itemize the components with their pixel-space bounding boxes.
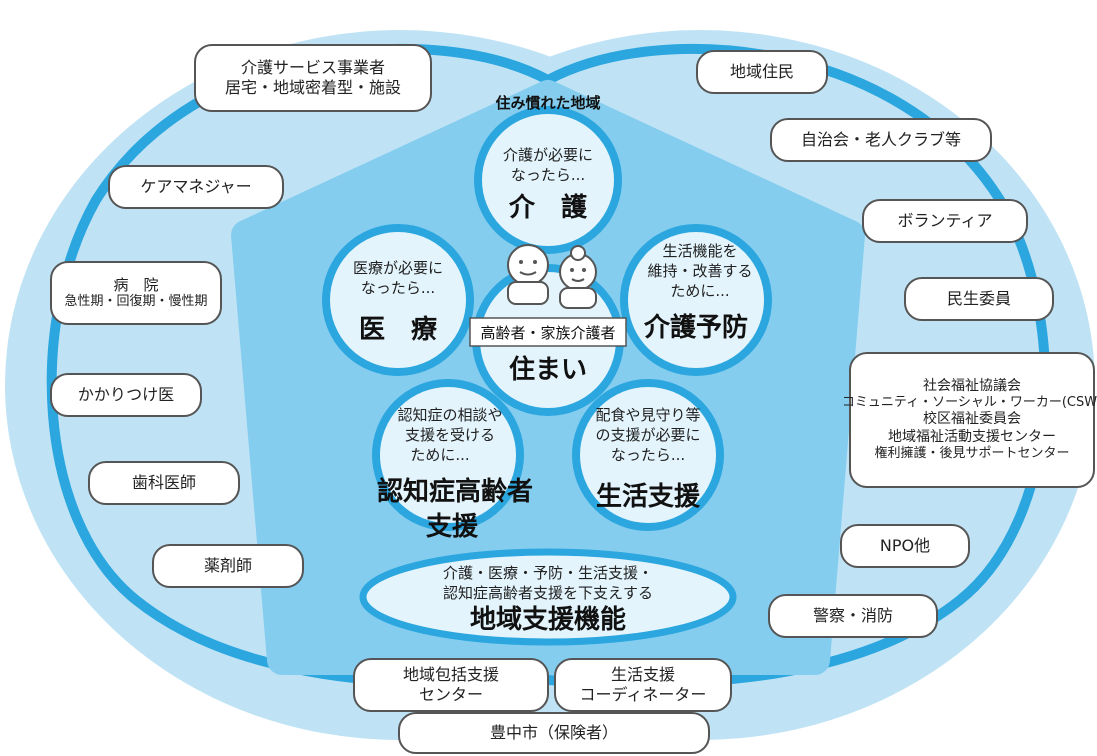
bottom-box-comprehensive-support-center: 地域包括支援 センター [353, 658, 549, 712]
bottom-box-comprehensive-line2: センター [418, 685, 483, 704]
chiiki-sub-2: 認知症高齢者支援を下支えする [443, 584, 653, 602]
bottom-box-toyonaka-city: 豊中市（保険者） [398, 712, 710, 754]
seikatsu-sub-2: の支援が必要に [595, 426, 700, 444]
right-box-social-welfare-line1: 社会福祉協議会 [923, 377, 1021, 394]
bottom-box-coordinator-line1: 生活支援 [610, 665, 675, 684]
right-box-residents: 地域住民 [696, 50, 828, 94]
iryo-title: 医 療 [359, 315, 438, 345]
left-box-family-doctor-label: かかりつけ医 [77, 385, 175, 404]
right-box-volunteer: ボランティア [862, 199, 1028, 243]
iryo-sub-2: なったら... [361, 279, 435, 297]
left-box-care-manager-label: ケアマネジャー [140, 177, 252, 196]
bottom-box-life-support-coordinator: 生活支援 コーディネーター [554, 658, 732, 712]
left-box-hospital: 病 院 急性期・回復期・慢性期 [50, 261, 222, 325]
bottom-box-comprehensive-line1: 地域包括支援 [402, 665, 499, 684]
left-box-pharmacist: 薬剤師 [152, 544, 304, 588]
ninchi-title-2: 支援 [426, 512, 479, 542]
iryo-sub-1: 医療が必要に [353, 259, 443, 277]
right-box-social-welfare: 社会福祉協議会 コミュニティ・ソーシャル・ワーカー(CSW) 校区福祉委員会 地… [842, 352, 1097, 488]
right-box-welfare-commissioner: 民生委員 [904, 277, 1054, 321]
left-box-care-service-line2: 居宅・地域密着型・施設 [224, 78, 401, 97]
seikatsu-title: 生活支援 [596, 482, 701, 512]
left-box-hospital-line1: 病 院 [113, 275, 159, 294]
right-box-volunteer-label: ボランティア [897, 211, 993, 230]
elderly-couple-icon [507, 244, 597, 309]
bottom-box-coordinator-line2: コーディネーター [579, 685, 707, 704]
left-box-dentist: 歯科医師 [88, 461, 240, 505]
left-box-care-service-line1: 介護サービス事業者 [240, 58, 385, 77]
yobo-sub-2: 維持・改善する [647, 262, 752, 280]
right-box-social-welfare-line5: 権利擁護・後見サポートセンター [874, 446, 1070, 462]
yobo-circle [620, 224, 772, 376]
right-box-npo-label: NPO他 [879, 536, 931, 555]
left-box-family-doctor: かかりつけ医 [50, 373, 202, 417]
ninchi-sub-3: ために... [410, 446, 469, 464]
ninchi-sub-2: 支援を受ける [405, 426, 495, 444]
yobo-sub-3: ために... [670, 282, 729, 300]
left-box-care-service: 介護サービス事業者 居宅・地域密着型・施設 [194, 44, 432, 112]
yobo-sub-1: 生活機能を [662, 242, 737, 260]
kaigo-sub-2: なったら... [511, 166, 585, 184]
left-box-hospital-line2: 急性期・回復期・慢性期 [64, 294, 208, 310]
right-box-social-welfare-line4: 地域福祉活動支援センター [888, 428, 1056, 445]
people-label-box [469, 317, 627, 347]
right-box-residents-label: 地域住民 [729, 62, 794, 81]
chiiki-title: 地域支援機能 [470, 604, 626, 635]
kaigo-title: 介 護 [508, 192, 588, 223]
ninchi-title-1: 認知症高齢者 [377, 476, 533, 507]
iryo-circle [322, 224, 474, 376]
bottom-box-toyonaka-label: 豊中市（保険者） [489, 723, 618, 742]
right-box-social-welfare-line3: 校区福祉委員会 [923, 411, 1021, 428]
right-box-npo: NPO他 [840, 524, 970, 568]
seikatsu-circle [572, 379, 724, 531]
left-box-dentist-label: 歯科医師 [131, 473, 196, 492]
right-box-police-fire-label: 警察・消防 [812, 606, 893, 625]
ninchi-circle [372, 379, 524, 531]
right-box-neighborhood-label: 自治会・老人クラブ等 [800, 130, 961, 149]
people-label: 高齢者・家族介護者 [480, 324, 615, 342]
sumai-title: 住まい [509, 354, 587, 385]
right-box-neighborhood: 自治会・老人クラブ等 [770, 118, 992, 162]
right-box-welfare-commissioner-label: 民生委員 [946, 289, 1011, 308]
center-title: 住み慣れた地域 [495, 94, 600, 112]
kaigo-circle [474, 106, 622, 254]
chiiki-sub-1: 介護・医療・予防・生活支援・ [443, 564, 653, 582]
seikatsu-sub-1: 配食や見守り等 [595, 406, 700, 424]
left-box-care-manager: ケアマネジャー [108, 165, 284, 209]
seikatsu-sub-3: なったら... [611, 446, 685, 464]
right-box-police-fire: 警察・消防 [768, 594, 938, 638]
left-box-pharmacist-label: 薬剤師 [203, 556, 252, 575]
ninchi-sub-1: 認知症の相談や [397, 406, 502, 424]
chiiki-ellipse [359, 548, 737, 646]
kaigo-sub-1: 介護が必要に [503, 146, 593, 164]
right-box-social-welfare-line2: コミュニティ・ソーシャル・ワーカー(CSW) [841, 395, 1097, 410]
yobo-title: 介護予防 [643, 312, 748, 343]
